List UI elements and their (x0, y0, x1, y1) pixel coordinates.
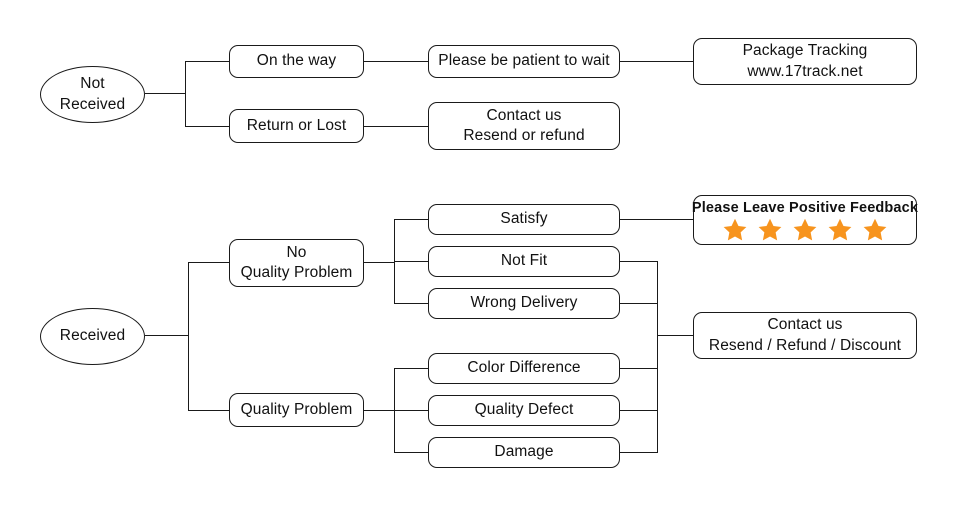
connector-not-fit-to-merge (619, 261, 658, 263)
node-contact-result-line1: Contact us (767, 316, 843, 334)
node-wrong-delivery[interactable]: Wrong Delivery (428, 288, 620, 319)
connector-fan-to-wrong-delivery (394, 303, 429, 305)
connector-fan-to-quality-defect (394, 410, 429, 412)
node-not-fit[interactable]: Not Fit (428, 246, 620, 277)
connector-to-return-or-lost (185, 126, 230, 128)
connector-wait-to-tracking (619, 61, 694, 63)
connector-received-stem (145, 335, 189, 337)
connector-fan-to-not-fit (394, 261, 429, 263)
connector-received-trunk (188, 262, 190, 411)
node-on-the-way-label: On the way (256, 52, 337, 70)
node-positive-feedback[interactable]: Please Leave Positive Feedback (691, 195, 919, 245)
node-damage[interactable]: Damage (428, 437, 620, 468)
node-quality-problem[interactable]: Quality Problem (229, 393, 364, 427)
node-satisfy-label: Satisfy (500, 210, 548, 228)
connector-to-no-quality-problem (188, 262, 230, 264)
node-contact-us-resend-refund-discount[interactable]: Contact us Resend / Refund / Discount (693, 312, 917, 359)
star-icon[interactable] (862, 217, 888, 243)
connector-fan-to-satisfy (394, 219, 429, 221)
star-rating[interactable] (722, 217, 888, 243)
node-please-be-patient-label: Please be patient to wait (438, 52, 610, 70)
node-not-received[interactable]: Not Received (40, 66, 145, 123)
node-not-received-line1: Not (80, 75, 105, 93)
node-color-difference[interactable]: Color Difference (428, 353, 620, 384)
node-quality-defect[interactable]: Quality Defect (428, 395, 620, 426)
node-on-the-way[interactable]: On the way (229, 45, 364, 78)
node-not-received-line2: Received (59, 95, 126, 113)
star-icon[interactable] (792, 217, 818, 243)
node-contact-us-line2: Resend or refund (463, 127, 585, 144)
node-return-or-lost[interactable]: Return or Lost (229, 109, 364, 143)
connector-not-received-stem (145, 93, 186, 95)
node-not-fit-label: Not Fit (500, 252, 548, 270)
node-received-label: Received (59, 327, 126, 345)
connector-damage-to-merge (619, 452, 658, 454)
node-quality-problem-label: Quality Problem (240, 400, 353, 418)
node-please-be-patient-to-wait[interactable]: Please be patient to wait (428, 45, 620, 78)
node-package-tracking-line1: Package Tracking (742, 42, 868, 60)
connector-fan-to-damage (394, 452, 429, 454)
node-no-quality-problem-line2: Quality Problem (240, 264, 353, 281)
node-return-or-lost-label: Return or Lost (246, 116, 347, 134)
connector-wrong-delivery-to-merge (619, 303, 658, 305)
connector-quality-to-fan (363, 410, 395, 412)
connector-merge-trunk (657, 261, 659, 453)
connector-to-quality-problem (188, 410, 230, 412)
node-contact-us-line1: Contact us (486, 106, 562, 124)
star-icon[interactable] (827, 217, 853, 243)
connector-return-to-contact (363, 126, 429, 128)
node-contact-us-resend-or-refund[interactable]: Contact us Resend or refund (428, 102, 620, 150)
node-no-quality-problem[interactable]: No Quality Problem (229, 239, 364, 287)
connector-merge-to-contact (657, 335, 694, 337)
connector-on-the-way-to-wait (363, 61, 429, 63)
node-damage-label: Damage (494, 443, 554, 461)
node-no-quality-problem-line1: No (286, 243, 307, 261)
node-package-tracking-line2: www.17track.net (747, 62, 863, 80)
connector-color-difference-to-merge (619, 368, 658, 370)
node-wrong-delivery-label: Wrong Delivery (470, 294, 578, 312)
star-icon[interactable] (757, 217, 783, 243)
positive-feedback-label: Please Leave Positive Feedback (691, 199, 919, 216)
node-received[interactable]: Received (40, 308, 145, 365)
connector-not-received-trunk (185, 61, 187, 127)
connector-satisfy-to-feedback (619, 219, 694, 221)
node-package-tracking[interactable]: Package Tracking www.17track.net (693, 38, 917, 85)
star-icon[interactable] (722, 217, 748, 243)
node-color-difference-label: Color Difference (467, 359, 581, 377)
node-satisfy[interactable]: Satisfy (428, 204, 620, 235)
connector-quality-defect-to-merge (619, 410, 658, 412)
connector-to-on-the-way (185, 61, 230, 63)
connector-no-quality-to-fan (363, 262, 395, 264)
node-contact-result-line2: Resend / Refund / Discount (708, 336, 902, 354)
node-quality-defect-label: Quality Defect (474, 401, 574, 419)
connector-fan-to-color-difference (394, 368, 429, 370)
